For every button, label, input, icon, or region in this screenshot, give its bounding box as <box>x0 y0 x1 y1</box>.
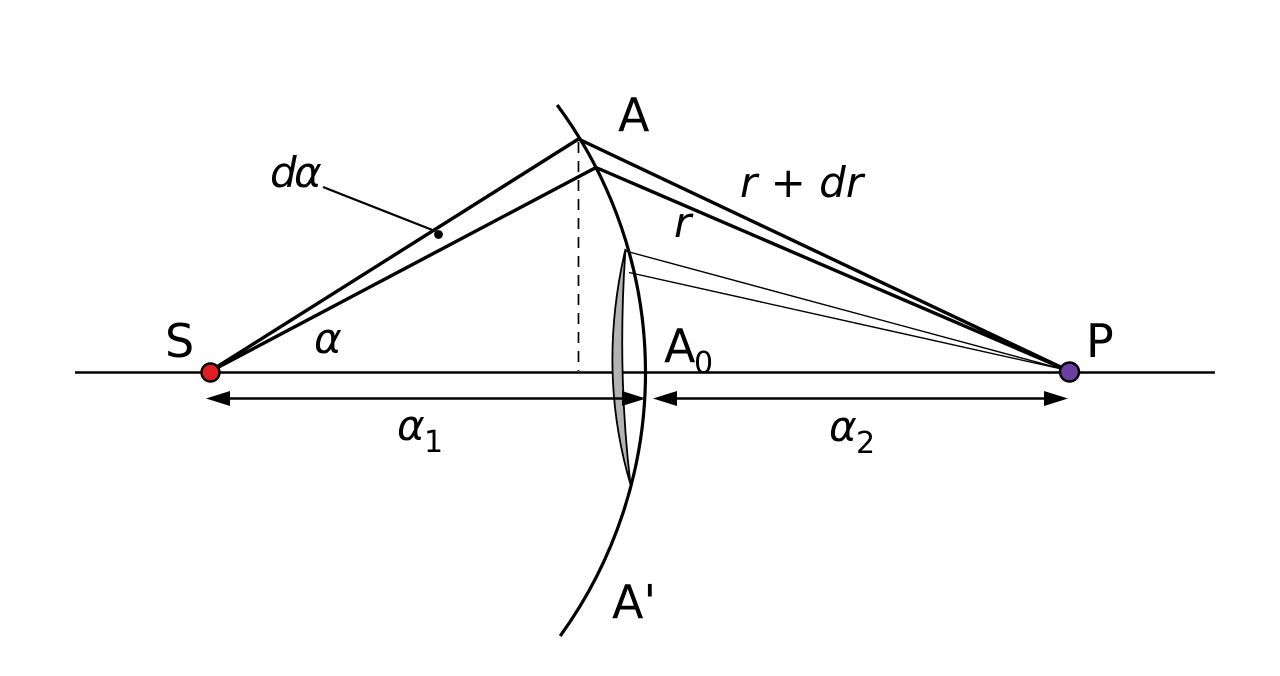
label-d-alpha: d α <box>270 148 322 197</box>
angle-leader-line <box>322 185 436 233</box>
label-a: A <box>618 88 650 142</box>
lens-shape <box>611 248 632 485</box>
label-p: P <box>1086 314 1114 368</box>
source-point-dot <box>200 362 221 383</box>
ray-s-to-a-lower <box>211 165 597 373</box>
angle-marker-dot <box>434 230 443 239</box>
a2-left-arrowhead-icon <box>653 391 677 406</box>
wavefront-arc <box>555 104 648 637</box>
ray-a-to-p-r <box>595 165 1069 373</box>
thin-ray-lens-lower-to-p <box>628 271 1067 371</box>
label-a0: A 0 <box>664 319 713 381</box>
label-a2: α 2 <box>829 402 875 461</box>
thin-ray-lens-top-to-p <box>625 250 1067 371</box>
label-r: r <box>674 198 694 247</box>
label-r-plus-dr: r + dr <box>740 158 866 207</box>
label-s: S <box>165 314 194 368</box>
distance-arrow-a1 <box>206 391 646 406</box>
label-alpha: α <box>314 314 342 363</box>
a1-left-arrowhead-icon <box>206 391 230 406</box>
ray-s-to-a-upper <box>211 137 580 372</box>
a1-right-arrowhead-icon <box>622 391 646 406</box>
label-a1: α 1 <box>397 401 443 460</box>
image-point-dot <box>1058 361 1081 383</box>
label-a-prime: A' <box>612 575 656 629</box>
a2-right-arrowhead-icon <box>1044 391 1068 406</box>
ray-a-to-p-r-plus-dr <box>577 137 1069 373</box>
distance-arrow-a2 <box>653 391 1068 406</box>
